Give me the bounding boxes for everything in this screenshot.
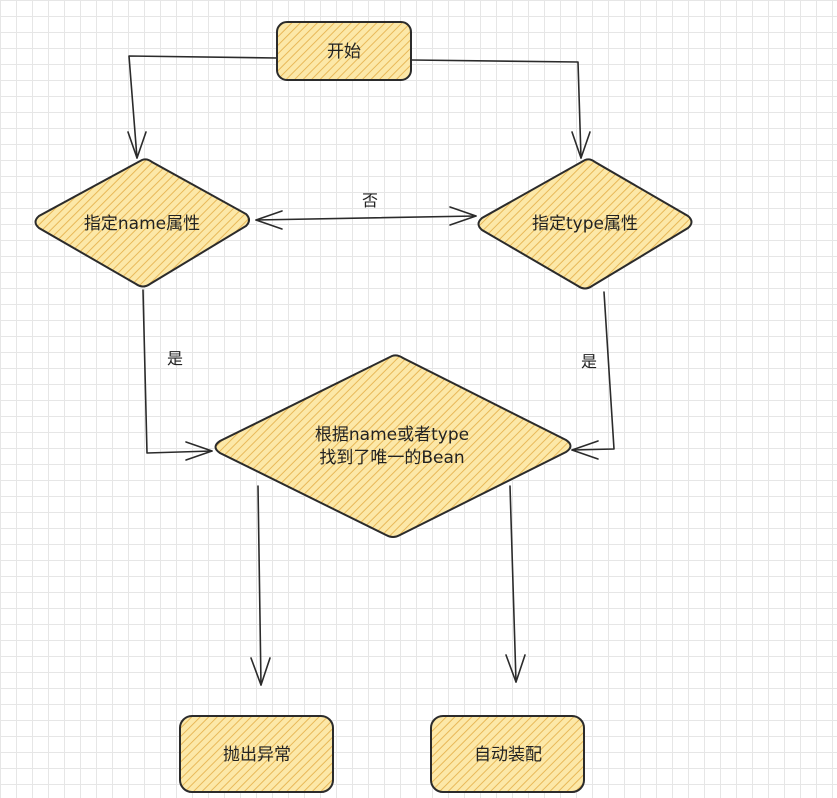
arrowhead-unique-to-autowire (505, 654, 526, 683)
node-throw-label: 抛出异常 (223, 745, 291, 765)
arrowhead-no-right (449, 206, 477, 226)
arrowhead-start-to-type (571, 131, 591, 159)
node-type-check: 指定type属性 (477, 158, 693, 290)
arrowhead-no-left (255, 210, 283, 230)
edge-unique-to-autowire (509, 485, 517, 683)
node-autowire: 自动装配 (430, 715, 585, 793)
node-unique-check-label-line2: 找到了唯一的Bean (319, 448, 464, 468)
edge-label-yes-left: 是 (167, 349, 183, 368)
arrowhead-unique-to-throw (250, 657, 271, 686)
edge-start-to-type (411, 59, 582, 159)
node-throw: 抛出异常 (179, 715, 334, 793)
arrowhead-name-to-unique (185, 441, 213, 461)
node-autowire-label: 自动装配 (474, 745, 542, 765)
node-unique-check: 根据name或者type 找到了唯一的Bean (214, 354, 572, 538)
edge-label-no: 否 (362, 191, 378, 210)
edge-unique-to-throw (257, 485, 262, 686)
arrowhead-start-to-name (127, 131, 147, 159)
edges (127, 55, 615, 686)
edge-label-yes-right: 是 (581, 352, 597, 371)
edge-start-to-name (128, 55, 278, 159)
node-name-check: 指定name属性 (34, 158, 250, 288)
node-start-label: 开始 (327, 42, 361, 62)
arrowhead-type-to-unique (571, 440, 599, 460)
edge-name-type-no (255, 215, 477, 221)
node-start: 开始 (276, 21, 412, 81)
node-name-check-label: 指定name属性 (84, 214, 200, 234)
edge-name-to-unique (142, 289, 213, 454)
node-type-check-label: 指定type属性 (532, 214, 638, 234)
edge-type-to-unique (571, 291, 615, 451)
node-unique-check-label-line1: 根据name或者type (315, 425, 469, 445)
